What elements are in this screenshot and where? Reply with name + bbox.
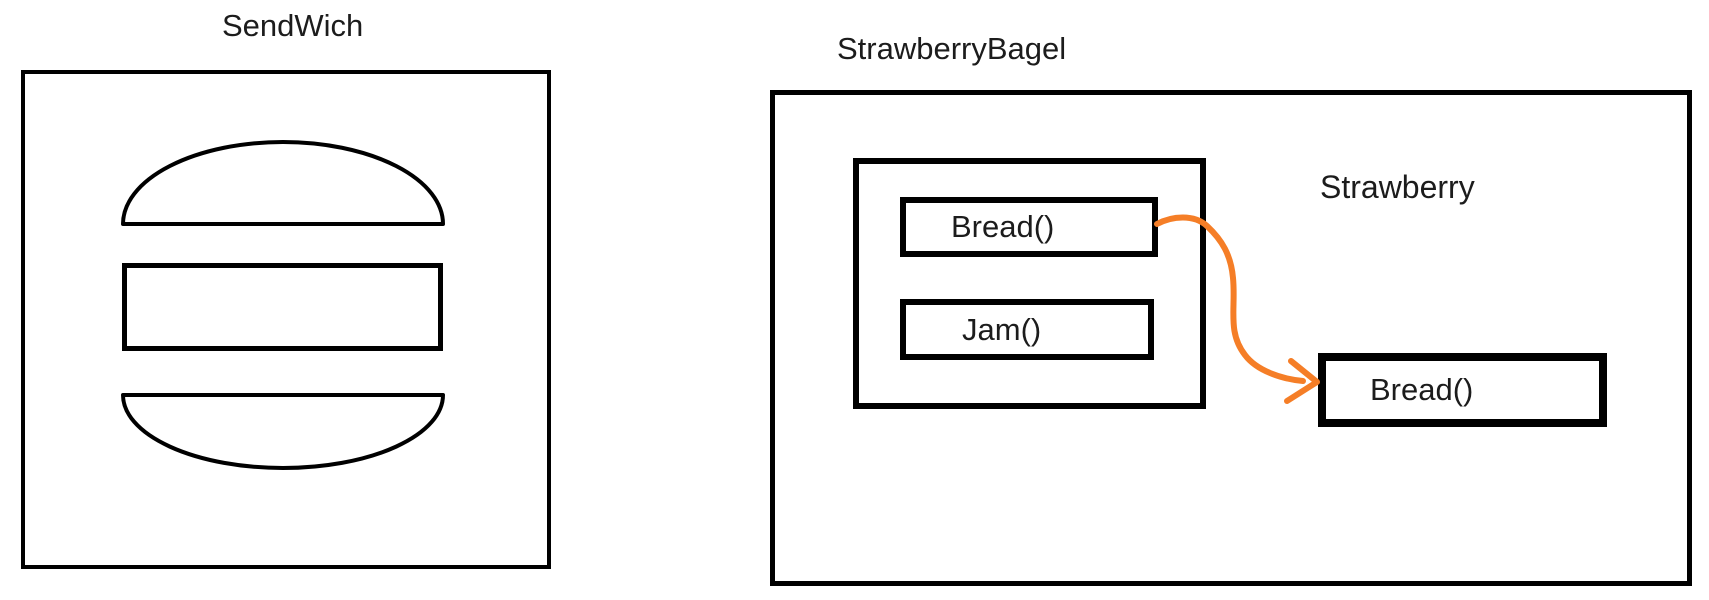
bread-method-label: Bread() bbox=[951, 209, 1055, 244]
strawberrybagel-title: StrawberryBagel bbox=[837, 31, 1067, 66]
jam-method-box: Jam() bbox=[900, 299, 1154, 360]
strawberrybagel-class-box bbox=[770, 90, 1692, 586]
patty-rect bbox=[122, 263, 443, 351]
strawberry-label: Strawberry bbox=[1320, 169, 1475, 205]
callee-bread-label: Bread() bbox=[1370, 372, 1474, 407]
sendwich-class-box bbox=[21, 70, 551, 569]
inner-object-box bbox=[853, 158, 1206, 409]
bread-method-box: Bread() bbox=[900, 197, 1158, 257]
sendwich-title: SendWich bbox=[222, 8, 364, 43]
callee-bread-box: Bread() bbox=[1318, 353, 1607, 427]
jam-method-label: Jam() bbox=[962, 311, 1042, 347]
